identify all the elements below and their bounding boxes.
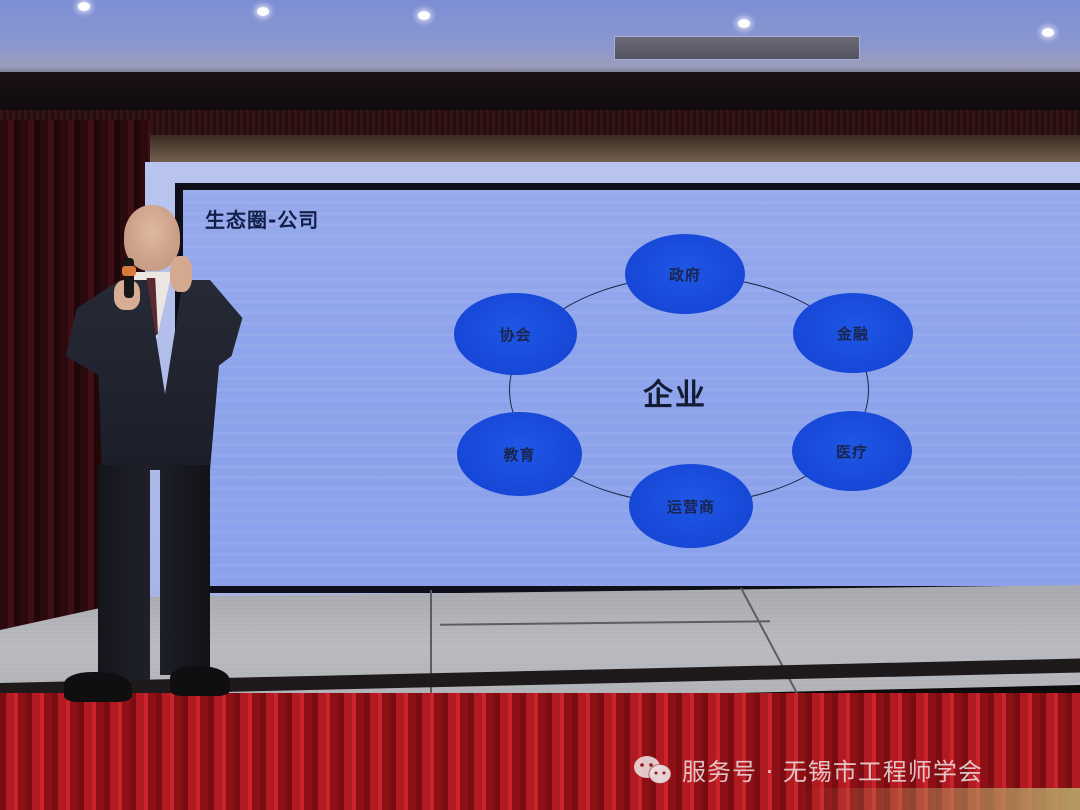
- presenter-leg-right: [160, 465, 210, 675]
- ceiling-light: [738, 19, 750, 28]
- presenter-shoe-left: [64, 672, 132, 702]
- ceiling-light: [78, 2, 90, 11]
- node-medical: 医疗: [792, 411, 912, 491]
- watermark-text: 服务号 · 无锡市工程师学会: [682, 758, 983, 786]
- node-finance: 金融: [793, 293, 913, 373]
- carpet-floor: [800, 788, 1080, 810]
- presenter: [60, 200, 260, 710]
- slide-title: 生态圈-公司: [205, 208, 320, 232]
- presentation-slide: 生态圈-公司 政府 金融 医疗 运营商 教育 协会 企业: [183, 190, 1080, 586]
- watermark: 服务号 · 无锡市工程师学会: [632, 752, 983, 787]
- ceiling-light: [418, 11, 430, 20]
- stage-seam: [430, 590, 432, 695]
- node-label: 运营商: [666, 497, 715, 516]
- microphone-icon: [124, 258, 134, 298]
- air-vent: [614, 36, 860, 60]
- ceiling-light: [257, 7, 269, 16]
- presenter-shoe-right: [170, 666, 230, 696]
- node-label: 教育: [503, 445, 536, 464]
- node-education: 教育: [457, 412, 582, 496]
- microphone-band: [122, 266, 136, 276]
- node-label: 协会: [499, 325, 532, 344]
- node-label: 医疗: [835, 442, 868, 461]
- ceiling: [0, 0, 1080, 82]
- presenter-leg-left: [98, 465, 150, 680]
- node-association: 协会: [454, 293, 577, 375]
- node-operator: 运营商: [629, 464, 753, 548]
- node-label: 金融: [836, 324, 869, 343]
- node-label: 政府: [668, 265, 701, 284]
- ceiling-light: [1042, 28, 1054, 37]
- center-label: 企业: [643, 378, 707, 413]
- node-government: 政府: [625, 234, 745, 314]
- presenter-hand-right: [170, 256, 192, 292]
- wechat-icon: [634, 755, 672, 784]
